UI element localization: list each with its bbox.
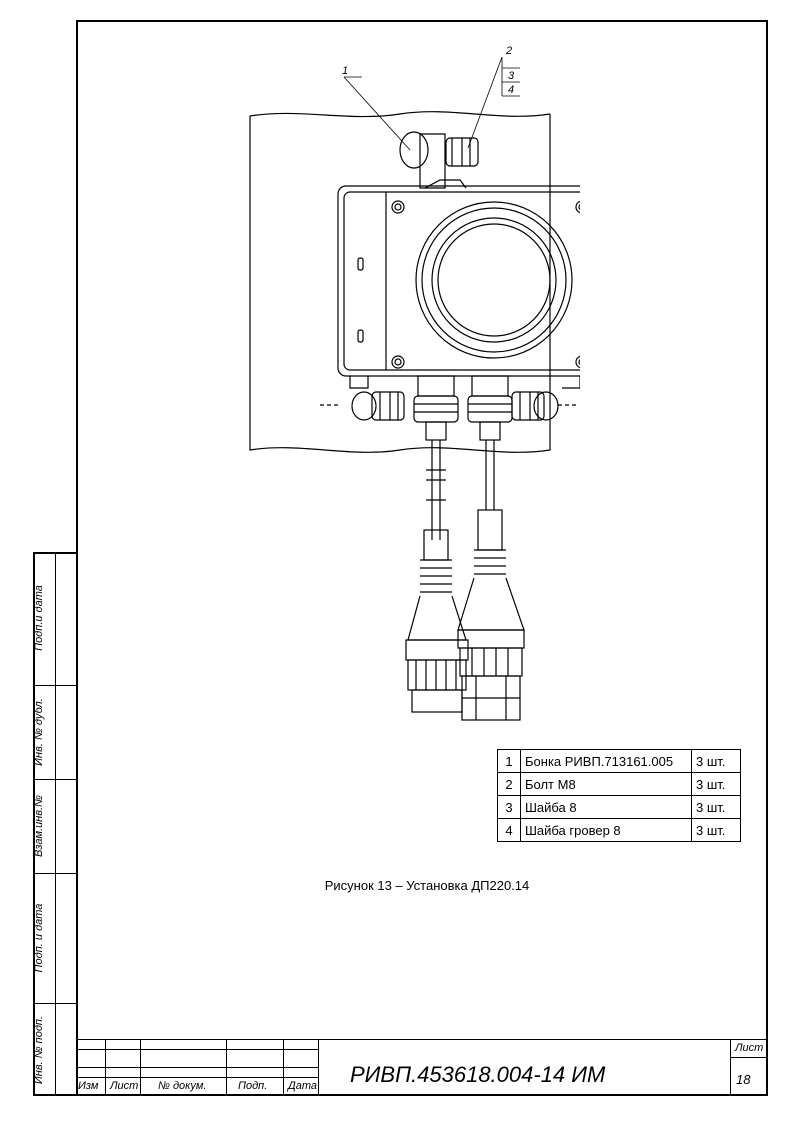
col-izm: Изм xyxy=(78,1080,99,1092)
side-cell-signature-date: Подп.и дата xyxy=(33,554,77,686)
title-block: Изм Лист № докум. Подп. Дата Лист xyxy=(76,1039,768,1096)
side-cell-inv-podp: Инв. № подп. xyxy=(33,1004,77,1096)
part-number: 4 xyxy=(497,818,521,842)
part-name: Болт М8 xyxy=(520,772,692,796)
side-cell-vzam: Взам.инв.№ xyxy=(33,780,77,874)
part-qty: 3 шт. xyxy=(691,749,741,773)
part-qty: 3 шт. xyxy=(691,772,741,796)
drawing-frame xyxy=(76,20,768,1096)
part-name: Шайба 8 xyxy=(520,795,692,819)
document-number: РИВП.453618.004-14 ИМ xyxy=(350,1062,606,1087)
part-number: 1 xyxy=(497,749,521,773)
part-number: 2 xyxy=(497,772,521,796)
sensor-housing xyxy=(337,185,580,377)
part-qty: 3 шт. xyxy=(691,795,741,819)
leader-2 xyxy=(467,56,503,149)
side-label-inv-podp: Инв. № подп. xyxy=(33,1015,45,1085)
part-number: 3 xyxy=(497,795,521,819)
col-podp: Подп. xyxy=(238,1080,268,1092)
sheet-label: Лист xyxy=(735,1042,764,1054)
side-cell-dubl: Инв. № дубл. xyxy=(33,686,77,780)
side-cell-signature-date-2: Подп. и дата xyxy=(33,874,77,1004)
figure-caption-row: Рисунок 13 – Установка ДП220.14 xyxy=(0,878,794,893)
part-name: Бонка РИВП.713161.005 xyxy=(520,749,692,773)
parts-table: 1 Бонка РИВП.713161.005 3 шт. 2 Болт М8 … xyxy=(497,749,741,842)
part-qty: 3 шт. xyxy=(691,818,741,842)
callout-3: 3 xyxy=(508,70,515,82)
sensor-installation-drawing: 1 2 3 4 xyxy=(249,45,580,721)
part-name: Шайба гровер 8 xyxy=(520,818,692,842)
sheet-number: 18 xyxy=(736,1072,751,1087)
callout-4: 4 xyxy=(508,84,514,96)
table-row: 3 Шайба 8 3 шт. xyxy=(497,795,741,819)
col-doc: № докум. xyxy=(158,1080,207,1092)
figure-caption: Рисунок 13 – Установка ДП220.14 xyxy=(324,878,530,893)
col-list: Лист xyxy=(110,1080,139,1092)
table-row: 4 Шайба гровер 8 3 шт. xyxy=(497,818,741,842)
col-data: Дата xyxy=(288,1080,318,1092)
leader-1 xyxy=(343,76,411,151)
table-row: 1 Бонка РИВП.713161.005 3 шт. xyxy=(497,749,741,773)
table-row: 2 Болт М8 3 шт. xyxy=(497,772,741,796)
callout-2: 2 xyxy=(505,45,512,57)
sensor-window xyxy=(415,201,573,359)
binding-strip: Подп.и дата Инв. № дубл. Взам.инв.№ Подп… xyxy=(33,552,77,1096)
mounting-surface xyxy=(249,111,551,453)
callout-1: 1 xyxy=(342,65,348,77)
